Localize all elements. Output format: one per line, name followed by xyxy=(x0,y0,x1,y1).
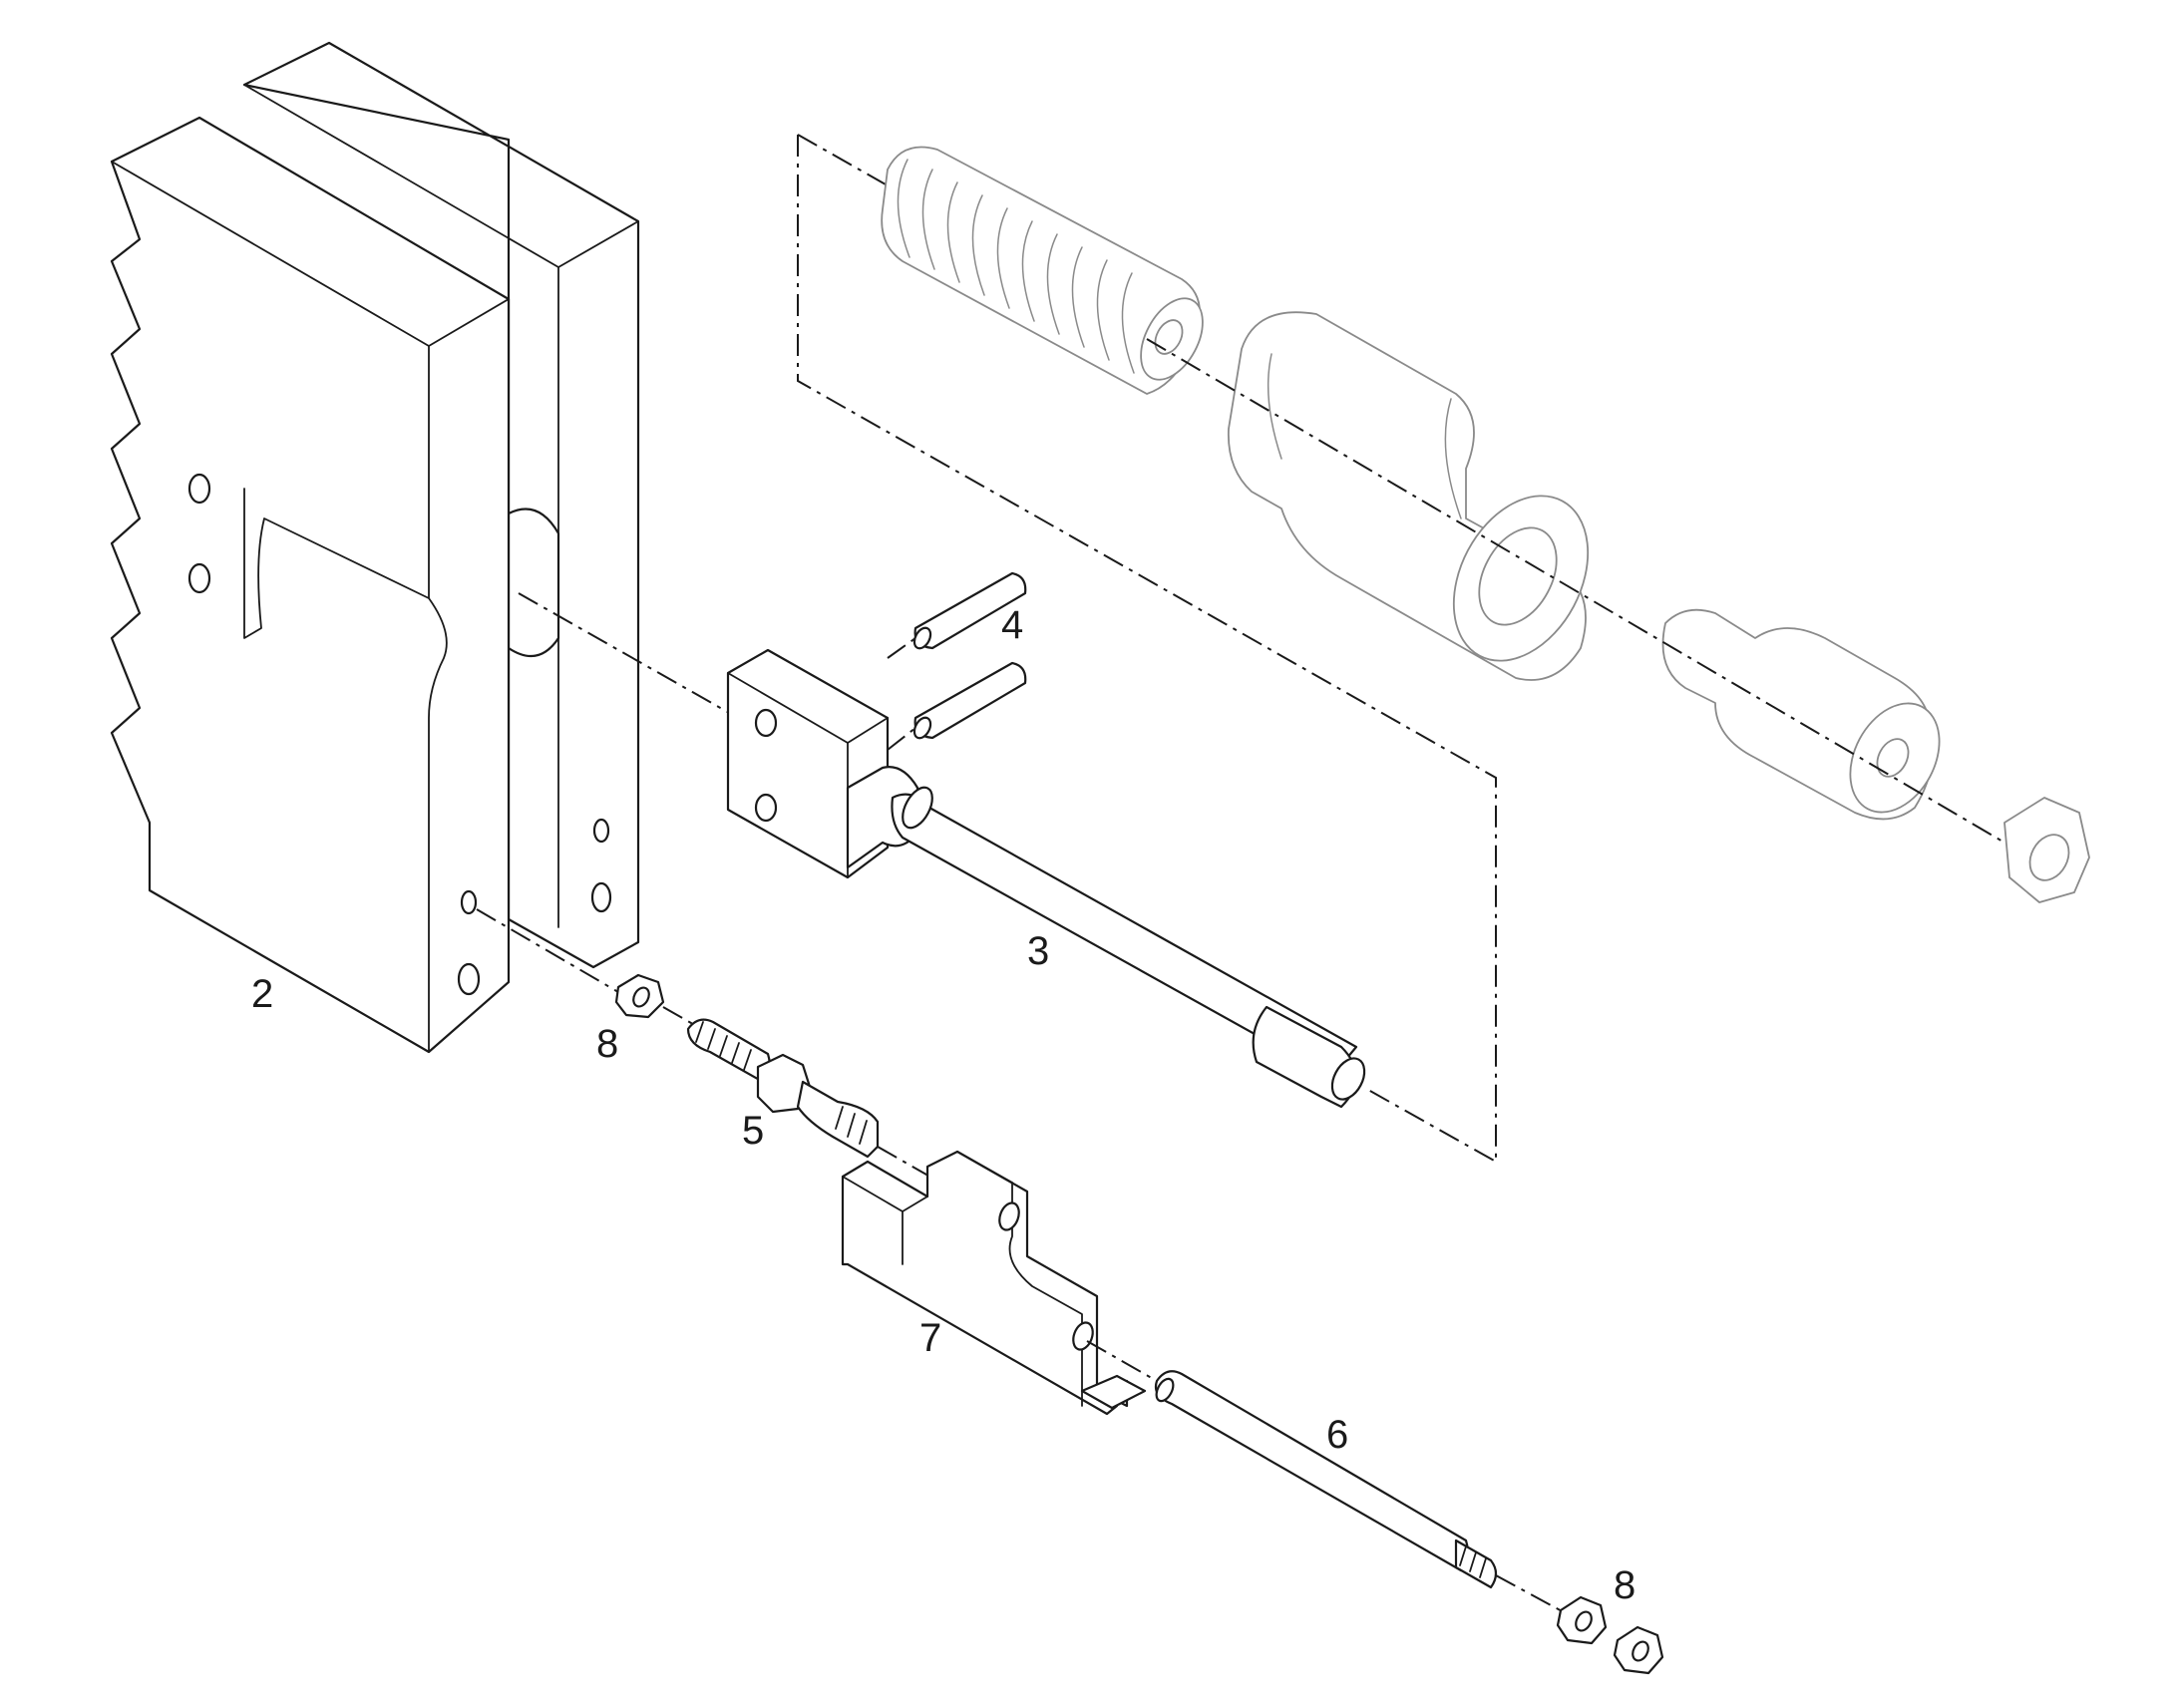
callout-4: 4 xyxy=(1001,603,1023,647)
ghost-threaded-insert xyxy=(881,146,1204,395)
callout-8-upper: 8 xyxy=(596,1022,618,1066)
part-2-rear-plate xyxy=(242,41,640,969)
part-4-pins xyxy=(887,571,1027,751)
centerline-bolt-to-bracket xyxy=(877,1146,948,1188)
callout-2: 2 xyxy=(251,972,273,1016)
ghost-stud xyxy=(1661,608,1941,821)
ghost-bushing xyxy=(1227,311,1590,681)
callout-5: 5 xyxy=(742,1109,764,1153)
ghost-nut xyxy=(2003,797,2090,903)
centerline-plate-to-block xyxy=(518,592,739,719)
part-2-front-plate xyxy=(110,116,511,1054)
callout-3: 3 xyxy=(1027,929,1049,973)
callout-6: 6 xyxy=(1326,1413,1348,1457)
callout-7: 7 xyxy=(919,1316,941,1360)
part-6-rod xyxy=(1154,1370,1498,1589)
centerline-nut-to-bolt xyxy=(662,1006,699,1028)
subassembly-boundary xyxy=(797,135,1497,1164)
centerline-rod-to-nuts xyxy=(1495,1574,1567,1614)
subassembly-boundary-top xyxy=(797,134,887,185)
callout-8-lower: 8 xyxy=(1614,1563,1635,1607)
part-3-block-rod xyxy=(726,648,1366,1109)
part-8-nuts-lower xyxy=(1556,1595,1664,1675)
part-5-adjuster xyxy=(686,1018,880,1159)
part-7-bracket xyxy=(841,1150,1147,1416)
centerline-bracket-to-rod xyxy=(1086,1340,1158,1382)
centerline-plate-to-nut xyxy=(476,908,619,993)
part-8-nut-upper xyxy=(614,973,665,1019)
ghost-centerline xyxy=(1146,338,2005,844)
